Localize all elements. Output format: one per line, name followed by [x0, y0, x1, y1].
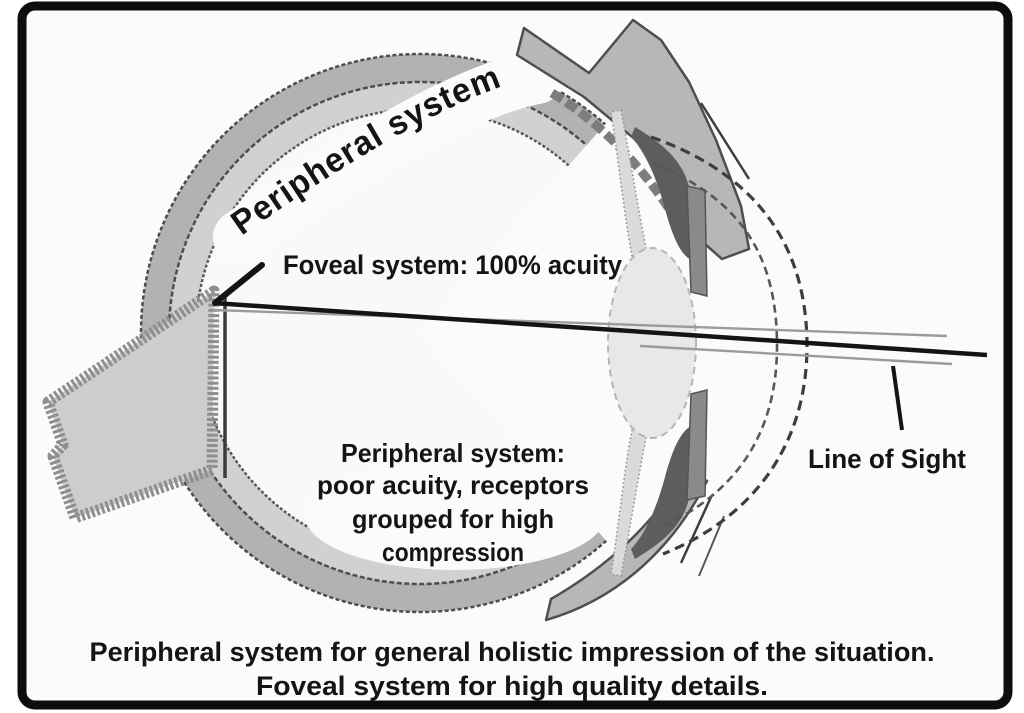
foveal-system-label: Foveal system: 100% acuity [283, 250, 622, 280]
optical-axis-line-upper [213, 308, 948, 338]
lens [607, 247, 697, 439]
ciliary-muscle-upper [631, 127, 698, 260]
peripheral-detail-line-2: poor acuity, receptors [317, 470, 589, 500]
text-block-halo [305, 462, 605, 570]
peripheral-detail-block: Peripheral system: poor acuity, receptor… [317, 438, 589, 567]
line-of-sight-pointer [891, 365, 904, 431]
peripheral-detail-line-3: grouped for high [352, 504, 554, 534]
line-of-sight-label: Line of Sight [808, 444, 966, 474]
cornea-outer [650, 135, 809, 556]
optic-nerve [42, 285, 220, 524]
figure-frame [17, 1, 1013, 710]
optical-axis-line-lower [639, 344, 953, 366]
superior-tendon-line [699, 102, 751, 180]
ciliary-body-upper [610, 109, 667, 310]
iris-upper [686, 185, 708, 297]
ciliary-body-lower [610, 376, 667, 577]
caption: Peripheral system for general holistic i… [90, 637, 935, 701]
cornea-inner [653, 162, 779, 529]
peripheral-detail-line-4: compression [382, 537, 524, 567]
inferior-tendon-line-2 [698, 515, 725, 577]
superior-muscle-shading [549, 89, 698, 253]
caption-line-2: Foveal system for high quality details. [256, 671, 768, 701]
fovea-pointer-line [212, 262, 265, 306]
iris-lower [686, 389, 708, 501]
caption-line-1: Peripheral system for general holistic i… [90, 637, 935, 667]
inferior-tendon-line-1 [679, 496, 713, 564]
line-of-sight-line [212, 300, 988, 358]
ciliary-muscle-lower [631, 426, 698, 559]
peripheral-detail-line-1: Peripheral system: [341, 438, 565, 468]
